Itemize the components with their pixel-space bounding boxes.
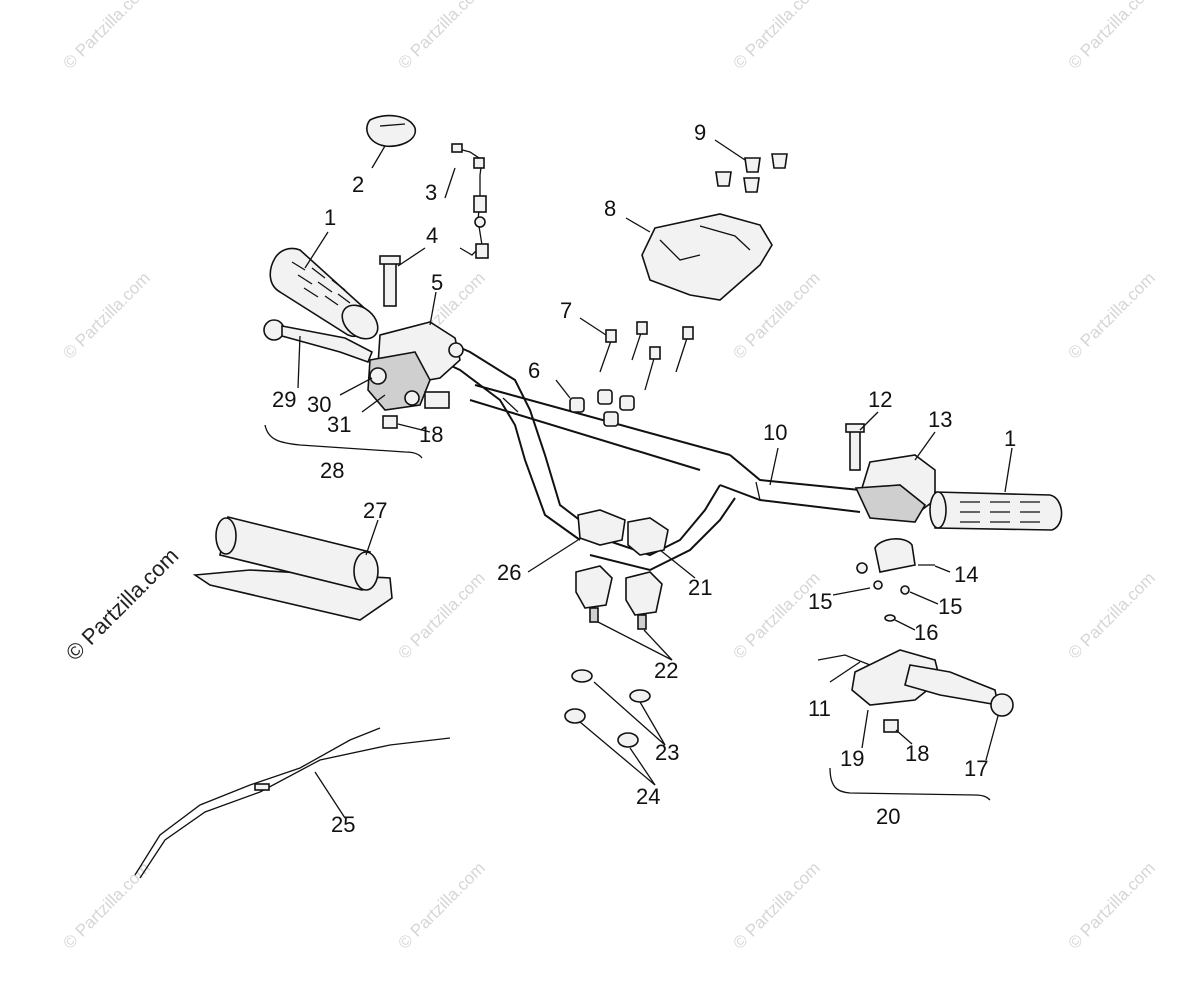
callout-30: 30 (307, 392, 331, 417)
callout-12: 12 (868, 387, 892, 412)
callout-27: 27 (363, 498, 387, 523)
wire-harness (451, 143, 489, 259)
callout-17: 17 (964, 756, 988, 781)
control-housing-right (854, 454, 936, 523)
nut (382, 415, 398, 429)
callout-1-left-grip: 1 (324, 205, 336, 230)
watermark: © Partzilla.com (729, 568, 823, 662)
right-bolt (845, 423, 865, 471)
handlebar (399, 329, 861, 572)
watermark: © Partzilla.com (394, 568, 488, 662)
control-housing-left (367, 321, 464, 411)
watermark: © Partzilla.com (1064, 858, 1158, 952)
leader-lines (264, 139, 1013, 819)
right-grip (929, 491, 1063, 531)
callout-11: 11 (808, 696, 831, 721)
callout-labels: 1 2 3 4 5 6 7 8 9 10 11 12 13 14 15 15 1… (272, 120, 1016, 837)
right-lever-assembly (817, 649, 1014, 733)
watermark: © Partzilla.com (1064, 568, 1158, 662)
watermark-layer: © Partzilla.com © Partzilla.com © Partzi… (59, 0, 1158, 953)
switch-assembly (856, 538, 935, 622)
studs (599, 321, 694, 391)
washers-and-nuts (564, 669, 651, 748)
callout-20: 20 (876, 804, 900, 829)
callout-22: 22 (654, 658, 678, 683)
watermark: © Partzilla.com (1064, 0, 1158, 73)
main-watermark: © Partzilla.com (61, 543, 184, 666)
callout-3: 3 (425, 180, 437, 205)
watermark: © Partzilla.com (394, 0, 488, 73)
handlebar-pad (192, 516, 393, 621)
callout-15-right: 15 (938, 594, 962, 619)
callout-21: 21 (688, 575, 712, 600)
callout-14: 14 (954, 562, 978, 587)
left-grip (269, 247, 379, 340)
callout-7: 7 (560, 298, 572, 323)
callout-10: 10 (763, 420, 787, 445)
callout-2: 2 (352, 172, 364, 197)
callout-31: 31 (327, 412, 351, 437)
upper-clamps (577, 509, 669, 556)
watermark: © Partzilla.com (59, 858, 153, 952)
callout-15-left: 15 (808, 589, 832, 614)
callout-24: 24 (636, 784, 660, 809)
spacers (569, 389, 635, 427)
watermark: © Partzilla.com (729, 858, 823, 952)
watermark: © Partzilla.com (394, 858, 488, 952)
acorn-nuts (715, 153, 788, 193)
callout-19: 19 (840, 746, 864, 771)
handlebar-cover (641, 213, 773, 301)
callout-18-right: 18 (905, 741, 929, 766)
callout-13: 13 (928, 407, 952, 432)
callout-29: 29 (272, 387, 296, 412)
risers (575, 565, 663, 630)
cap (366, 114, 416, 148)
callout-5: 5 (431, 270, 443, 295)
callout-1-right-grip: 1 (1004, 426, 1016, 451)
callout-28: 28 (320, 458, 344, 483)
callout-18-left: 18 (419, 422, 443, 447)
bolt (379, 255, 401, 307)
callout-16: 16 (914, 620, 938, 645)
watermark: © Partzilla.com (59, 0, 153, 73)
left-brake-lever (263, 319, 374, 364)
callout-6: 6 (528, 358, 540, 383)
callout-26: 26 (497, 560, 521, 585)
throttle-cable (134, 727, 451, 879)
callout-4: 4 (426, 223, 438, 248)
callout-25: 25 (331, 812, 355, 837)
callout-9: 9 (694, 120, 706, 145)
watermark: © Partzilla.com (59, 268, 153, 362)
callout-23: 23 (655, 740, 679, 765)
watermark: © Partzilla.com (729, 0, 823, 73)
callout-8: 8 (604, 196, 616, 221)
watermark: © Partzilla.com (729, 268, 823, 362)
watermark: © Partzilla.com (1064, 268, 1158, 362)
